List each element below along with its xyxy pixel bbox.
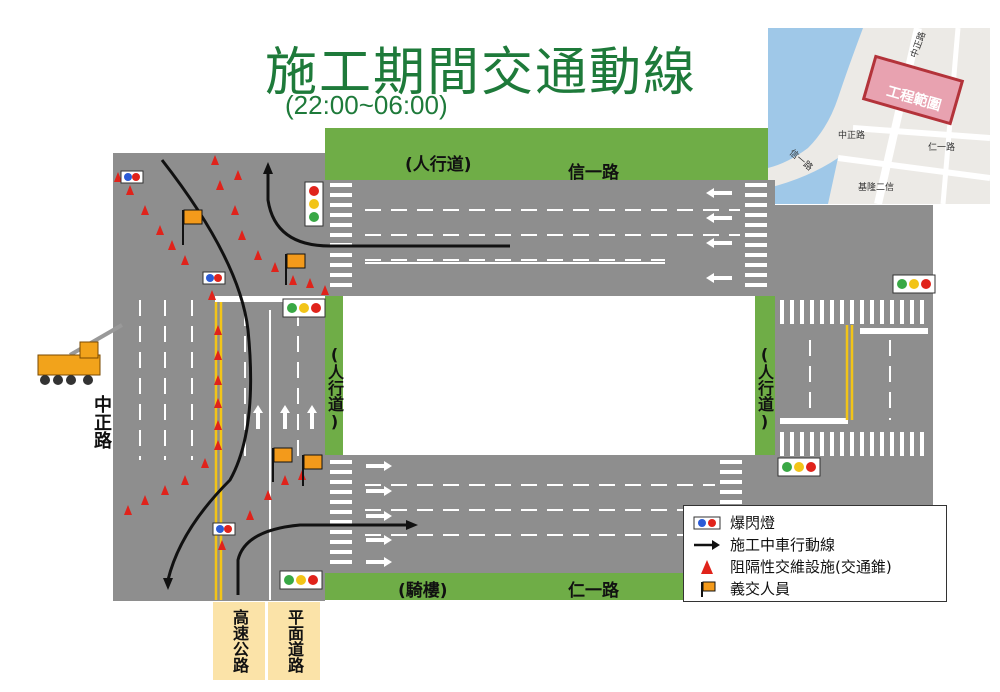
- sidewalk-top-label: (人行道): [405, 155, 472, 175]
- inset-map: 工程範圍 中正路 中正路 信一路 仁一路 基隆二信: [768, 28, 990, 204]
- construction-flow-lines: [160, 159, 510, 595]
- time-range: (22:00~06:00): [285, 90, 448, 120]
- road-left-label: 中正路: [91, 395, 112, 449]
- traffic-cones: [114, 155, 329, 550]
- inset-street-5: 基隆二信: [858, 183, 895, 193]
- lane-arrows-top: [253, 188, 732, 567]
- legend-item-flag: 義交人員: [692, 578, 790, 599]
- legend-label: 爆閃燈: [730, 514, 776, 532]
- flag-staff: [182, 209, 323, 486]
- legend: 爆閃燈 施工中車行動線 阻隔性交維設施(交通錐) 義交人員: [683, 505, 947, 602]
- flash-lights: [120, 170, 236, 536]
- road-bottom-label: 仁一路: [568, 581, 619, 601]
- sidewalk-right-label: (人行道): [755, 345, 774, 431]
- flash-light-icon: [693, 516, 721, 529]
- crane-truck: [37, 323, 123, 385]
- cone-icon: [701, 559, 713, 574]
- page-title: 施工期間交通動線: [265, 43, 698, 103]
- traffic-lights: [279, 181, 936, 590]
- legend-label: 義交人員: [730, 580, 791, 598]
- arcade-bottom-label: (騎樓): [398, 581, 448, 601]
- road-top-label: 信一路: [568, 163, 619, 183]
- legend-label: 阻隔性交維設施(交通錐): [730, 558, 892, 576]
- legend-item-cone: 阻隔性交維設施(交通錐): [692, 556, 892, 577]
- flag-icon: [701, 581, 716, 597]
- legend-label: 施工中車行動線: [730, 536, 836, 554]
- legend-item-flash: 爆閃燈: [692, 512, 775, 533]
- inset-map-graphic: [768, 28, 990, 204]
- inset-street-4: 仁一路: [928, 143, 956, 153]
- legend-item-route: 施工中車行動線: [692, 534, 835, 555]
- sidewalk-left-label: (人行道): [325, 345, 344, 431]
- lane-highway-label: 高速公路: [213, 602, 265, 680]
- arrow-icon: [694, 539, 720, 550]
- lane-surface-label: 平面道路: [268, 602, 320, 680]
- inset-street-2: 中正路: [838, 131, 866, 141]
